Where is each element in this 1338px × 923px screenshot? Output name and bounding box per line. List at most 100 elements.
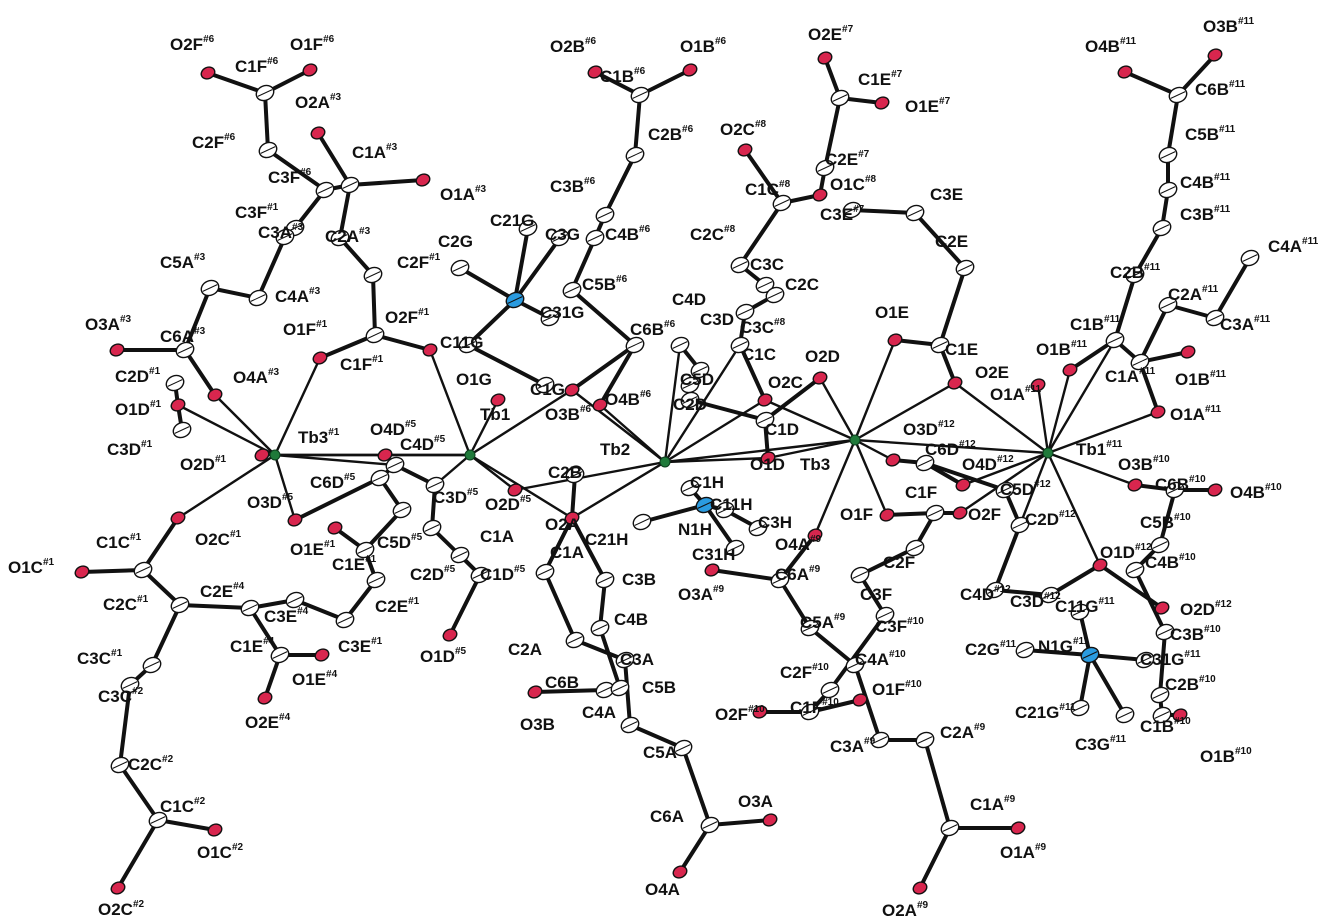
- coord-bond-Tb3-O4A9: [813, 438, 857, 537]
- atom-label-O2C2: O2C#2: [98, 899, 145, 919]
- atom-label-symmetry: #10: [1235, 746, 1252, 757]
- atom-label-text: C2D: [410, 565, 444, 584]
- atom-axis-N1G11: [1082, 651, 1098, 659]
- atom-label-C3B10: C3B#10: [1170, 624, 1221, 644]
- bond-C6A-O3A: [708, 818, 772, 827]
- atom-label-Tb1s11: Tb1#11: [1076, 439, 1123, 459]
- atom-label-text: C6D: [310, 473, 344, 492]
- atom-axis-C6A: [702, 821, 718, 829]
- atom-label-C2C8: C2C#8: [690, 224, 736, 244]
- atom-O3D12: [885, 453, 901, 467]
- atom-label-C2B6: C2B#6: [648, 124, 694, 144]
- atom-label-Tb1: Tb1: [480, 405, 510, 424]
- atom-label-O4B6: O4B#6: [605, 389, 652, 409]
- atom-label-C3D5: C3D#5: [433, 487, 479, 507]
- atom-label-symmetry: #7: [891, 69, 903, 80]
- atom-label-symmetry: #10: [907, 616, 924, 627]
- atom-label-text: O1B: [1200, 747, 1235, 766]
- atom-axis-C4A11: [1242, 254, 1258, 262]
- atom-label-symmetry: #12: [1044, 591, 1061, 602]
- atom-label-text: C1A: [550, 543, 584, 562]
- bond-C2C2-C1C2: [118, 763, 160, 822]
- atom-label-text: O1F: [290, 35, 323, 54]
- coord-bond-Tb2-O2D5: [513, 460, 667, 492]
- atom-label-symmetry: #11: [1104, 314, 1121, 325]
- atom-axis-C3E1: [337, 616, 353, 624]
- atom-O1E4: [314, 648, 330, 662]
- bond-C5A-C6A: [681, 746, 712, 827]
- bond-C1A9-O2A9: [918, 826, 952, 890]
- atom-label-O2E7: O2E#7: [808, 24, 854, 44]
- atom-axis-C1A3: [342, 181, 358, 189]
- coord-bond-Tb1-O3B6: [468, 388, 574, 457]
- atom-label-symmetry: #8: [865, 174, 877, 185]
- atom-label-C3D12: C3D#12: [1010, 591, 1061, 611]
- atom-label-text: C1E: [945, 340, 978, 359]
- cation-bond-C11G-C1G: [466, 343, 547, 387]
- bond-C5B6-C6B6: [570, 288, 637, 347]
- coord-bond-Tb3s1-O2C1: [176, 453, 277, 520]
- atom-label-O2F6: O2F#6: [170, 34, 215, 54]
- atom-label-text: O2C: [768, 373, 803, 392]
- atom-label-C5A3: C5A#3: [160, 252, 206, 272]
- bond-O2A-C1A2: [543, 516, 574, 574]
- atom-axis-C3E7: [844, 206, 860, 214]
- atom-O3A9: [704, 563, 720, 577]
- bond-C1C8-C2C8: [738, 201, 784, 267]
- cation-bond-N1G-C21G: [513, 226, 530, 302]
- atom-O2D5: [507, 483, 523, 497]
- atom-label-C1B10: C1B#10: [1140, 716, 1191, 736]
- atom-label-C4B10: C4B#10: [1145, 552, 1196, 572]
- atom-label-text: C3E: [338, 637, 371, 656]
- atom-label-text: O2C: [720, 120, 755, 139]
- atom-label-O3A: O3A: [738, 792, 773, 811]
- atom-label-symmetry: #7: [939, 96, 951, 107]
- atom-label-C3D: C3D: [700, 310, 734, 329]
- atom-axis-C6B: [597, 686, 613, 694]
- atom-label-symmetry: #4: [297, 606, 309, 617]
- atom-label-symmetry: #1: [130, 532, 142, 543]
- atom-label-text: N1H: [678, 520, 712, 539]
- atom-label-C6B: C6B: [545, 673, 579, 692]
- atom-axis-C5B: [612, 684, 628, 692]
- atom-label-text: C5B: [642, 678, 676, 697]
- atom-label-O2D1: O2D#1: [180, 454, 227, 474]
- atom-label-O4A: O4A: [645, 880, 680, 899]
- atom-label-text: C3A: [258, 223, 292, 242]
- atom-label-text: O2D: [1180, 600, 1215, 619]
- coord-bond-Tb2-C4D: [663, 343, 682, 464]
- bond-C3E-C2E: [913, 211, 967, 270]
- atom-axis-C2D12: [1012, 521, 1028, 529]
- bond-C2F6-C3F6: [266, 148, 327, 192]
- atom-label-symmetry: #6: [267, 56, 279, 67]
- atom-label-text: O1D: [115, 400, 150, 419]
- atom-label-text: O1D: [1100, 543, 1135, 562]
- atom-label-symmetry: #11: [1205, 404, 1222, 415]
- bond-C4A11-C3A11: [1213, 256, 1252, 320]
- atom-label-symmetry: #6: [224, 132, 236, 143]
- atom-label-text: C2D: [115, 367, 149, 386]
- bond-C3D12-O1D12: [1048, 563, 1102, 597]
- atom-axis-C1C1: [135, 566, 151, 574]
- atom-axis-C5D12: [997, 486, 1013, 494]
- atom-label-text: C1B: [1140, 717, 1174, 736]
- atom-label-C5D12: C5D#12: [1000, 479, 1051, 499]
- bond-C1B6-C2B6: [633, 93, 642, 157]
- bond-C1C-O2C: [738, 343, 767, 402]
- atom-axis-C1A2: [537, 568, 553, 576]
- atom-label-text: C2E: [825, 150, 858, 169]
- atom-axis-C3H: [750, 524, 766, 532]
- atom-label-symmetry: #1: [371, 636, 383, 647]
- atom-label-text: C3E: [820, 205, 853, 224]
- atom-label-text: C3B: [1170, 625, 1204, 644]
- atom-label-text: C2A: [1168, 285, 1202, 304]
- atom-label-symmetry: #3: [386, 142, 398, 153]
- atom-label-text: O3D: [247, 493, 282, 512]
- atom-O3B11: [1207, 48, 1223, 62]
- coord-bond-Tb1-O2F1: [428, 348, 472, 457]
- atom-Tb1s11: [1042, 447, 1054, 459]
- atom-label-C5B: C5B: [642, 678, 676, 697]
- bond-C1A3-O1A3: [348, 178, 425, 187]
- atom-label-C2D: C2D: [673, 395, 707, 414]
- atom-axis-C3D5: [427, 481, 443, 489]
